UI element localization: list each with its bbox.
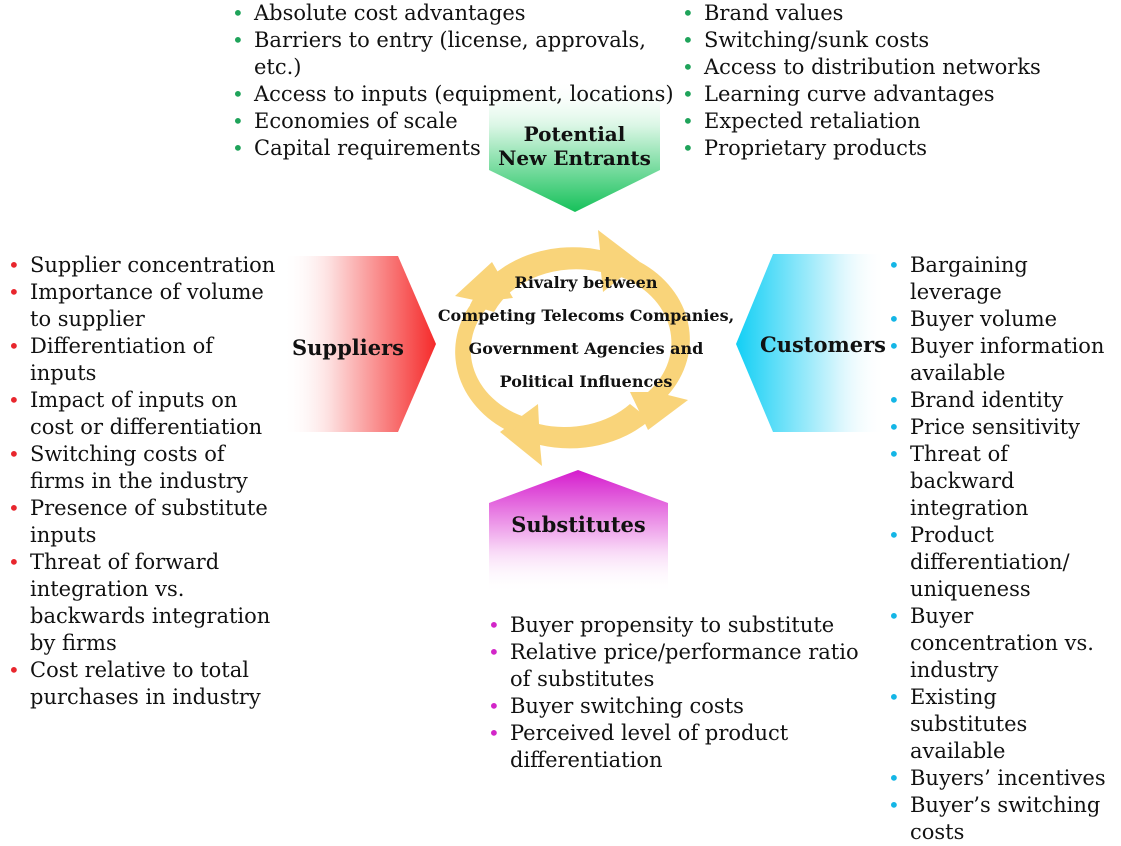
- bullet-icon: •: [8, 442, 20, 466]
- rivalry-line3: Government Agencies and: [468, 339, 704, 358]
- list-item: •Capital requirements: [232, 136, 481, 160]
- rivalry-cycle-icon: [455, 230, 690, 466]
- bullet-icon: •: [8, 658, 20, 682]
- list-item: •Barriers to entry (license, approvals, …: [232, 28, 646, 79]
- new-entrants-label-line2: New Entrants: [498, 146, 651, 170]
- list-item: •Access to inputs (equipment, locations): [232, 82, 674, 106]
- bullet-icon: •: [8, 253, 20, 277]
- rivalry-line4: Political Influences: [499, 372, 673, 391]
- rivalry-line1: Rivalry between: [514, 273, 658, 292]
- list-item: •Importance of volume to supplier: [8, 280, 264, 331]
- bullet-icon: •: [888, 253, 900, 277]
- substitutes-label: Substitutes: [511, 512, 646, 537]
- rivalry-label: Rivalry between Competing Telecoms Compa…: [430, 266, 742, 398]
- bullet-icon: •: [888, 442, 900, 466]
- list-item: •Buyer information available: [888, 334, 1105, 385]
- suppliers-list: •Supplier concentration •Importance of v…: [4, 252, 282, 711]
- list-item: •Buyer switching costs: [488, 694, 744, 718]
- bullet-icon: •: [888, 793, 900, 817]
- bullet-icon: •: [888, 415, 900, 439]
- new-entrants-label: Potential New Entrants: [489, 122, 660, 170]
- bullet-icon: •: [682, 136, 694, 160]
- list-item: •Threat of forward integration vs. backw…: [8, 550, 271, 655]
- list-item: •Impact of inputs on cost or differentia…: [8, 388, 263, 439]
- substitutes-arrow: [489, 470, 668, 593]
- list-item: •Buyer propensity to substitute: [488, 613, 835, 637]
- list-item: •Absolute cost advantages: [232, 1, 526, 25]
- bullet-icon: •: [8, 496, 20, 520]
- bullet-icon: •: [488, 613, 500, 637]
- bullet-icon: •: [682, 82, 694, 106]
- diagram-canvas: [283, 80, 885, 593]
- list-item: •Relative price/performance ratio of sub…: [488, 640, 859, 691]
- list-item: •Brand identity: [888, 388, 1064, 412]
- list-item: •Presence of substitute inputs: [8, 496, 268, 547]
- bullet-icon: •: [682, 109, 694, 133]
- bullet-icon: •: [888, 334, 900, 358]
- bullet-icon: •: [232, 82, 244, 106]
- customers-label: Customers: [760, 332, 886, 357]
- bullet-icon: •: [488, 694, 500, 718]
- bullet-icon: •: [8, 550, 20, 574]
- list-item: •Perceived level of product differentiat…: [488, 721, 789, 772]
- bullet-icon: •: [232, 136, 244, 160]
- list-item: •Switching/sunk costs: [682, 28, 930, 52]
- new-entrants-right-list: •Brand values •Switching/sunk costs •Acc…: [678, 0, 1078, 162]
- suppliers-arrow: [283, 256, 436, 432]
- list-item: •Supplier concentration: [8, 253, 276, 277]
- customers-list: •Bargaining leverage •Buyer volume •Buye…: [884, 252, 1118, 846]
- list-item: •Learning curve advantages: [682, 82, 995, 106]
- bullet-icon: •: [888, 685, 900, 709]
- list-item: •Bargaining leverage: [888, 253, 1028, 304]
- list-item: •Buyer volume: [888, 307, 1058, 331]
- suppliers-label: Suppliers: [292, 335, 405, 360]
- list-item: •Differentiation of inputs: [8, 334, 213, 385]
- list-item: •Threat of backward integration: [888, 442, 1029, 520]
- bullet-icon: •: [888, 307, 900, 331]
- bullet-icon: •: [8, 388, 20, 412]
- bullet-icon: •: [488, 640, 500, 664]
- bullet-icon: •: [232, 1, 244, 25]
- list-item: •Switching costs of firms in the industr…: [8, 442, 248, 493]
- bullet-icon: •: [888, 604, 900, 628]
- customers-arrow: [736, 254, 885, 432]
- bullet-icon: •: [232, 109, 244, 133]
- bullet-icon: •: [8, 280, 20, 304]
- substitutes-list: •Buyer propensity to substitute •Relativ…: [484, 612, 864, 774]
- list-item: •Buyers’ incentives: [888, 766, 1106, 790]
- list-item: •Cost relative to total purchases in ind…: [8, 658, 261, 709]
- list-item: •Product differentiation/ uniqueness: [888, 523, 1070, 601]
- bullet-icon: •: [488, 721, 500, 745]
- bullet-icon: •: [888, 388, 900, 412]
- bullet-icon: •: [232, 28, 244, 52]
- bullet-icon: •: [888, 766, 900, 790]
- list-item: •Existing substitutes available: [888, 685, 1028, 763]
- bullet-icon: •: [682, 1, 694, 25]
- new-entrants-label-line1: Potential: [523, 122, 626, 146]
- list-item: •Proprietary products: [682, 136, 928, 160]
- list-item: •Access to distribution networks: [682, 55, 1041, 79]
- list-item: •Economies of scale: [232, 109, 458, 133]
- list-item: •Brand values: [682, 1, 844, 25]
- rivalry-line2: Competing Telecoms Companies,: [437, 306, 735, 325]
- new-entrants-arrow: [489, 80, 660, 212]
- new-entrants-left-list: •Absolute cost advantages •Barriers to e…: [228, 0, 688, 162]
- bullet-icon: •: [888, 523, 900, 547]
- bullet-icon: •: [682, 28, 694, 52]
- bullet-icon: •: [8, 334, 20, 358]
- bullet-icon: •: [682, 55, 694, 79]
- list-item: •Buyer’s switching costs: [888, 793, 1101, 844]
- list-item: •Buyer concentration vs. industry: [888, 604, 1094, 682]
- list-item: •Price sensitivity: [888, 415, 1081, 439]
- list-item: •Expected retaliation: [682, 109, 921, 133]
